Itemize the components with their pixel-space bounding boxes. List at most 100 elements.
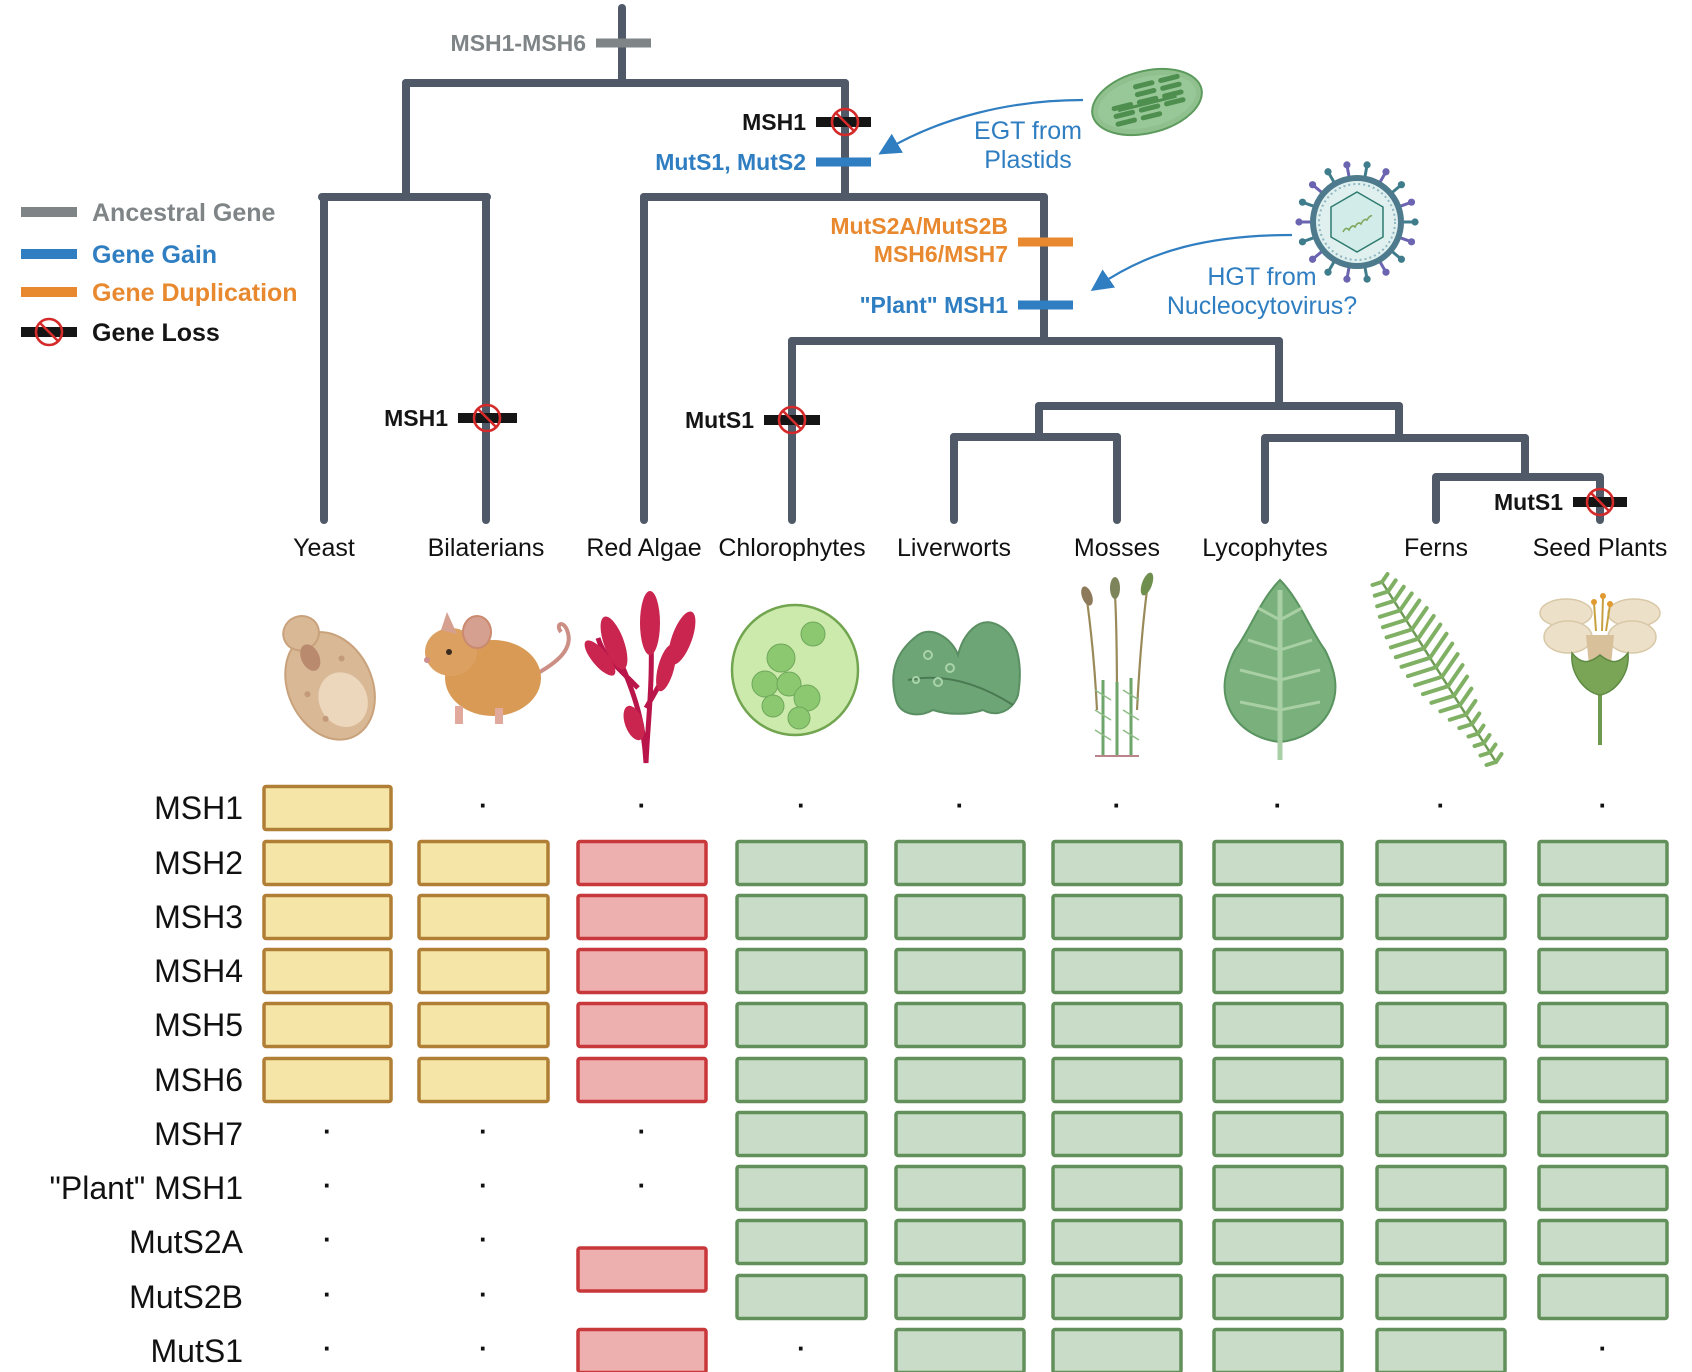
red-algae-icon bbox=[584, 591, 696, 764]
gene-present-cell bbox=[1375, 1056, 1507, 1104]
event-label: "Plant" MSH1 bbox=[860, 292, 1009, 318]
gene-present-cell bbox=[1375, 1273, 1507, 1321]
organism-illustrations bbox=[282, 572, 1661, 767]
gain-bar bbox=[816, 157, 871, 167]
event-seedplant-loss: MutS1 bbox=[1494, 487, 1627, 517]
gene-present-cell bbox=[1375, 1327, 1507, 1372]
gene-present-cell bbox=[894, 839, 1026, 887]
gene-present-cell bbox=[1537, 1110, 1669, 1158]
gene-absent-marker: · bbox=[956, 790, 965, 820]
gene-present-cell bbox=[417, 1056, 550, 1104]
gene-present-cell bbox=[262, 1001, 393, 1049]
virus-icon bbox=[1295, 161, 1419, 283]
taxon-label-chlorophytes: Chlorophytes bbox=[718, 534, 865, 562]
chloroplast-icon bbox=[1091, 68, 1203, 136]
gene-present-cell bbox=[1212, 893, 1344, 941]
gene-row-label-muts2a: MutS2A bbox=[129, 1224, 243, 1260]
gene-absent-marker: · bbox=[323, 1224, 332, 1254]
gene-present-cell bbox=[417, 1001, 550, 1049]
gene-row-label-msh6: MSH6 bbox=[154, 1062, 243, 1098]
gene-present-cell bbox=[1212, 947, 1344, 995]
event-label: MutS1 bbox=[1494, 489, 1563, 515]
gene-present-cell bbox=[894, 1056, 1026, 1104]
gene-absent-marker: · bbox=[638, 790, 647, 820]
gain-bar bbox=[1018, 300, 1073, 310]
gene-absent-marker: · bbox=[638, 1116, 647, 1146]
gene-present-cell bbox=[1375, 839, 1507, 887]
gene-present-cell bbox=[262, 893, 393, 941]
gene-present-cell bbox=[1051, 893, 1183, 941]
gene-present-cell bbox=[894, 1001, 1026, 1049]
hgt-arrow bbox=[1090, 233, 1293, 292]
mouse-icon bbox=[424, 612, 571, 724]
taxon-label-liverworts: Liverworts bbox=[897, 534, 1011, 562]
gene-present-cell bbox=[1051, 947, 1183, 995]
gene-present-cell bbox=[1537, 947, 1669, 995]
gene-absent-marker: · bbox=[1599, 1333, 1608, 1363]
gene-present-cell bbox=[1537, 1273, 1669, 1321]
fern-icon bbox=[1370, 572, 1504, 767]
taxon-label-ferns: Ferns bbox=[1404, 534, 1468, 562]
legend-label: Gene Loss bbox=[92, 319, 220, 347]
ancestral-bar bbox=[596, 38, 651, 48]
gene-absent-marker: · bbox=[797, 790, 806, 820]
yeast-icon bbox=[282, 615, 376, 741]
gene-present-cell bbox=[1537, 1164, 1669, 1212]
gene-absent-marker: · bbox=[323, 1333, 332, 1363]
lycophyte-icon bbox=[1223, 578, 1337, 760]
taxon-label-mosses: Mosses bbox=[1074, 534, 1160, 562]
gene-present-cell bbox=[735, 947, 868, 995]
flower-icon bbox=[1539, 593, 1661, 745]
loss-prohibition-icon bbox=[830, 107, 860, 137]
gene-present-cell bbox=[1212, 1327, 1344, 1372]
legend-label: Gene Gain bbox=[92, 241, 217, 269]
gene-present-cell bbox=[1212, 1164, 1344, 1212]
legend-item-loss: Gene Loss bbox=[21, 317, 220, 347]
event-root: MSH1-MSH6 bbox=[451, 30, 651, 56]
legend-label: Ancestral Gene bbox=[92, 199, 276, 227]
gene-present-cell bbox=[1375, 1164, 1507, 1212]
gene-present-cell bbox=[894, 893, 1026, 941]
gene-present-cell bbox=[894, 947, 1026, 995]
gene-absent-marker: · bbox=[479, 1333, 488, 1363]
gene-present-cell bbox=[1375, 893, 1507, 941]
gene-row-label-msh2: MSH2 bbox=[154, 845, 243, 881]
legend-label: Gene Duplication bbox=[92, 279, 298, 307]
gene-present-cell bbox=[1537, 1056, 1669, 1104]
gene-absent-marker: · bbox=[479, 1116, 488, 1146]
gene-row-label-muts1: MutS1 bbox=[151, 1333, 243, 1369]
event-bilaterian-loss: MSH1 bbox=[384, 403, 517, 433]
gene-present-cell bbox=[576, 1001, 708, 1049]
gene-present-cell bbox=[1375, 1110, 1507, 1158]
taxon-label-red-algae: Red Algae bbox=[586, 534, 701, 562]
gene-present-cell bbox=[1375, 947, 1507, 995]
gene-present-cell bbox=[1375, 1218, 1507, 1266]
gene-absent-marker: · bbox=[323, 1279, 332, 1309]
event-label: MutS2A/MutS2B bbox=[830, 213, 1008, 239]
gene-present-cell bbox=[1051, 1164, 1183, 1212]
gene-present-cell bbox=[894, 1273, 1026, 1321]
event-label: MSH1-MSH6 bbox=[451, 30, 586, 56]
gene-absent-marker: · bbox=[1113, 790, 1122, 820]
loss-prohibition-icon bbox=[1585, 487, 1615, 517]
event-label: MSH1 bbox=[384, 405, 448, 431]
gene-present-cell bbox=[1051, 1056, 1183, 1104]
event-plastid-lineage-loss: MSH1 bbox=[742, 107, 871, 137]
gene-absent-marker: · bbox=[479, 1279, 488, 1309]
gene-present-cell bbox=[1051, 1273, 1183, 1321]
event-plastid-lineage-gain: MutS1, MutS2 bbox=[655, 149, 871, 175]
gene-present-cell bbox=[1212, 1110, 1344, 1158]
gene-absent-marker: · bbox=[323, 1116, 332, 1146]
event-label: MSH1 bbox=[742, 109, 806, 135]
chlorophyte-cell-icon bbox=[730, 603, 860, 737]
gene-present-cell bbox=[576, 947, 708, 995]
gene-row-label-muts2b: MutS2B bbox=[129, 1279, 243, 1315]
gene-present-cell bbox=[735, 1056, 868, 1104]
gene-present-cell bbox=[735, 839, 868, 887]
taxon-label-bilaterians: Bilaterians bbox=[428, 534, 545, 562]
hgt-label-line1: HGT from bbox=[1207, 263, 1316, 291]
phylogenetic-tree bbox=[318, 4, 1604, 524]
